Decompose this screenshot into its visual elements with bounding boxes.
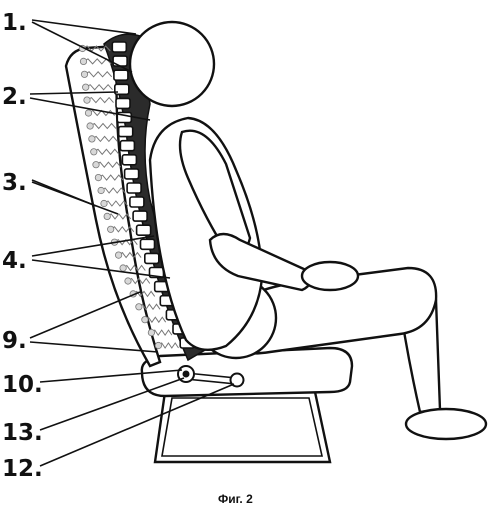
seat-stand-inner [161,397,323,457]
spring-element [94,174,124,182]
spring-element [115,251,142,259]
spine-segment [115,97,131,110]
spring-element [100,199,129,208]
mechanism-axle-core [182,370,190,378]
spring-element [124,277,151,285]
figure-foot [404,407,488,441]
label-13: 13. [2,420,43,446]
spring-element [92,161,122,169]
spring-element [135,303,161,311]
spring-element [90,148,120,156]
label-10: 10. [2,372,43,398]
spring-element [119,264,146,272]
figure-hand [300,260,360,292]
spring-element [154,341,179,350]
spine-segment [139,238,156,251]
spine-segment [119,139,136,152]
label-9: 9. [2,328,27,354]
spine-segment [123,168,140,180]
label-4: 4. [2,248,27,274]
spine-segment [129,196,145,208]
mechanism-knob [229,372,245,388]
spring-element [80,70,113,78]
spring-element [97,186,126,195]
spring-element [103,212,132,220]
spine-segment [111,41,128,53]
spine-segments [111,41,195,349]
leader-lines [29,19,235,467]
label-2: 2. [2,84,27,110]
spring-element [83,96,114,104]
spine-segment [135,224,152,236]
spine-segment [117,125,134,138]
spine-segment [132,210,148,222]
spine-segment [121,154,138,166]
figure-caption: Фиг. 2 [218,492,253,506]
spring-element [82,83,113,91]
label-1: 1. [2,10,27,36]
spring-element [107,225,135,233]
spine-segment [113,69,129,81]
spring-element [141,316,167,324]
label-3: 3. [2,170,27,196]
spine-segment [114,83,130,96]
spine-segment [144,252,160,265]
spine-segment [112,55,128,67]
figure-head [128,20,216,108]
spring-element [88,135,118,143]
spine-segment [126,182,142,194]
label-12: 12. [2,456,43,482]
spring-element [86,122,117,130]
spring-element [147,328,173,337]
